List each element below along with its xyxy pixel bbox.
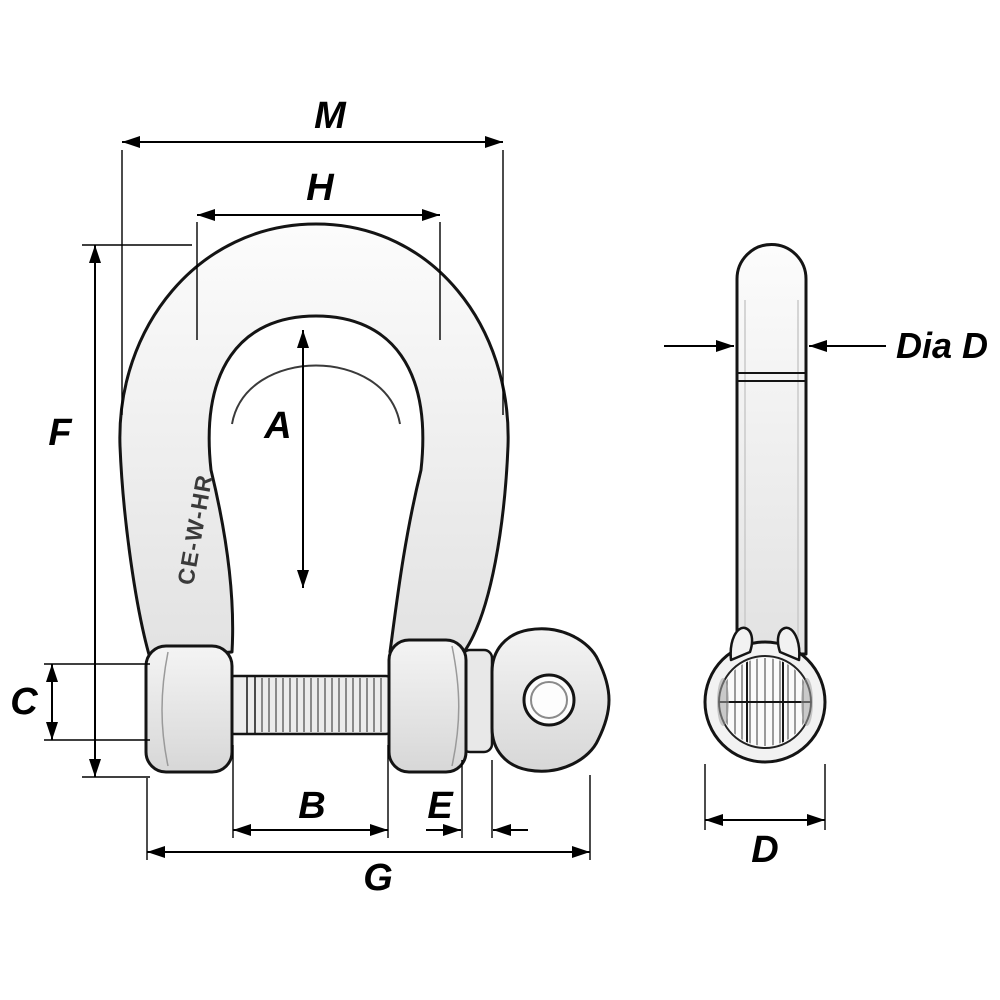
eye-shade-right — [801, 678, 813, 726]
pin-eye-hole-inner — [530, 681, 568, 719]
dim-label-a: A — [263, 405, 291, 447]
right-lug — [387, 638, 468, 774]
pin-side-view — [703, 243, 827, 764]
dim-label-dia-d: Dia D — [896, 325, 988, 366]
dim-label-b: B — [298, 785, 325, 827]
dimensions-side-view: Dia D D — [664, 325, 988, 871]
left-lug-seam — [161, 651, 169, 767]
shackle-front-view: CE-W-HR — [118, 222, 611, 774]
dim-label-m: M — [314, 95, 347, 137]
eye-ear-right — [776, 626, 801, 662]
dim-label-f: F — [48, 412, 73, 454]
left-lug — [144, 644, 234, 774]
bow-inner-arc — [231, 364, 401, 425]
eye-shade-left — [717, 678, 729, 726]
right-lug-seam — [451, 645, 460, 767]
bow-body — [118, 222, 510, 660]
pin-side-body — [735, 243, 808, 656]
dim-label-d: D — [751, 829, 778, 871]
dim-label-e: E — [427, 785, 454, 827]
dimensions-front-view: M H A F C B E G — [10, 95, 591, 899]
dim-label-c: C — [10, 681, 38, 723]
eye-ear-left — [729, 626, 754, 662]
dim-label-g: G — [363, 857, 393, 899]
dim-label-h: H — [306, 167, 335, 209]
pin-knurling — [261, 678, 382, 732]
